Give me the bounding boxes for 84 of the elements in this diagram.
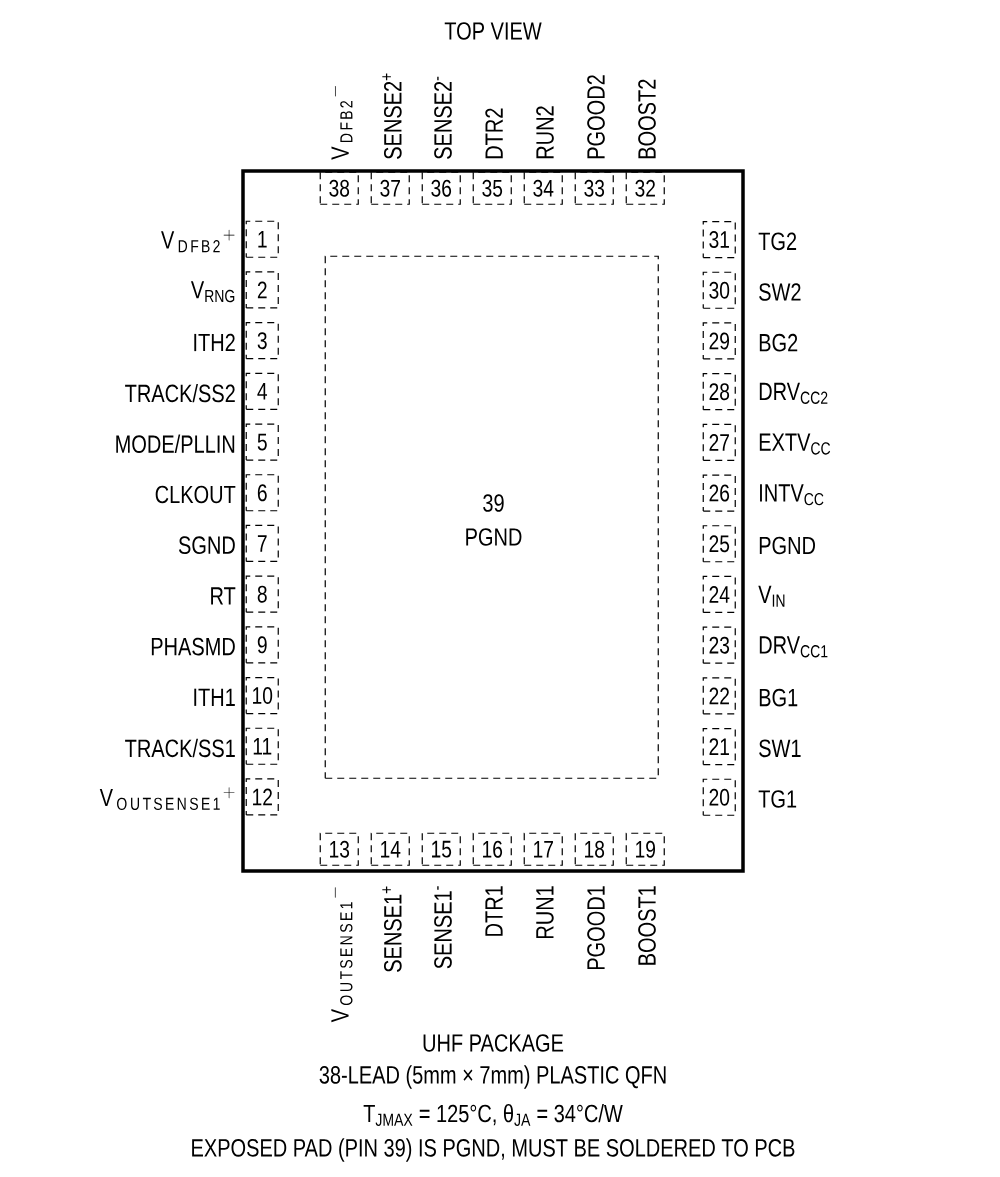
pin-name: CLKOUT (155, 485, 236, 504)
pin-pad: 37 (370, 171, 410, 205)
caption-text: 38-LEAD (5mm × 7mm) PLASTIC QFN (319, 1065, 666, 1089)
pin-pad: 19 (625, 832, 665, 866)
pin-pad: 24 (702, 575, 736, 614)
pin-name: TG1 (758, 790, 797, 808)
caption-text: T$_{JMAX}$ = 125°C, θ$_{JA}$ = 34°C/W (363, 1104, 623, 1126)
pin-pad: 22 (702, 677, 736, 715)
pin-name: TRACK/SS2 (125, 383, 235, 403)
pin-name: DTR2 (485, 108, 503, 159)
pin-pad: 35 (472, 171, 512, 205)
pin-name: ITH1 (194, 688, 235, 706)
pin-pad: 27 (702, 423, 736, 461)
pin-pad: 31 (702, 220, 736, 259)
pin-name: TRACK/SS1 (125, 738, 235, 758)
pin-pad: 9 (245, 626, 279, 664)
pin-pad: 29 (702, 322, 736, 360)
package-outline (241, 169, 745, 873)
pin-name: INTV$_{CC}$ (760, 484, 824, 506)
pin-name: SENSE2$^{-}$ (434, 76, 452, 159)
pin-pad: 21 (702, 727, 736, 766)
pin-name: DRV$_{CC1}$ (759, 636, 828, 658)
pin-name: ITH2 (194, 333, 235, 352)
pin-name: SW2 (759, 283, 801, 301)
pin-pad: 17 (523, 832, 563, 866)
pin-pad: 14 (370, 832, 410, 866)
pin-pad: 4 (245, 372, 279, 410)
pin-pad: 20 (702, 778, 736, 816)
pin-name: BG2 (759, 333, 798, 352)
pin-name: SW1 (759, 739, 801, 758)
pin-name: SENSE2$^{+}$ (382, 73, 402, 159)
exposed-pad (324, 255, 659, 779)
pin-pad: 5 (245, 423, 279, 461)
pin-pad: 38 (319, 171, 359, 205)
pin-name: DRV$_{CC2}$ (759, 382, 828, 404)
pin-pad: 18 (574, 832, 614, 866)
pin-name: DTR1 (485, 886, 503, 936)
pin-pad: 23 (702, 626, 736, 664)
pin-name: $\mathrm{V}_{\mathrm{DFB2}}{}^{+}$ (161, 229, 235, 253)
pin-name: PGOOD1 (587, 886, 605, 970)
pin-name: BOOST2 (638, 79, 656, 159)
pin-pad: 1 (245, 220, 279, 258)
caption-text: UHF PACKAGE (423, 1034, 564, 1052)
pin-name: $\mathrm{V}_{\mathrm{DFB2}}{}^{-}$ (331, 85, 353, 160)
caption-text: EXPOSED PAD (PIN 39) IS PGND, MUST BE SOLDERED TO PCB (192, 1138, 795, 1162)
pin-name: BG1 (759, 688, 798, 707)
pin-pad: 28 (702, 373, 736, 411)
pin-name: $\mathrm{V}_{\mathrm{OUTSENSE1}}{}^{-}$ (331, 887, 353, 1023)
pin-name: RUN1 (536, 886, 554, 938)
pin-name: V$_{IN}$ (758, 585, 785, 607)
pin-pad: 25 (702, 525, 736, 563)
pin-name: SENSE1$^{-}$ (434, 886, 452, 969)
pin-pad: 30 (702, 271, 736, 309)
pin-name: PGND (759, 536, 816, 555)
pin-pad: 10 (245, 676, 279, 715)
pin-pad: 33 (574, 171, 614, 205)
pin-name: $\mathrm{V}_{\mathrm{OUTSENSE1}}{}^{+}$ (99, 787, 235, 811)
pin-name: V$_{RNG}$ (190, 281, 235, 303)
pin-pad: 3 (245, 322, 279, 360)
pin-pad: 26 (702, 474, 736, 512)
pin-pad: 32 (625, 171, 665, 205)
pin-name: TG2 (758, 232, 797, 251)
pin-name: PHASMD (151, 637, 235, 656)
pin-pad: 15 (421, 832, 461, 866)
pad-label: 39 PGND (466, 494, 522, 546)
pin-pad: 34 (523, 171, 563, 205)
pin-pad: 7 (245, 524, 279, 563)
pin-pad: 13 (319, 832, 359, 866)
pin-name: BOOST1 (638, 886, 656, 965)
pin-name: SGND (178, 536, 235, 555)
pin-name: RT (211, 587, 236, 605)
pin-name: EXTV$_{CC}$ (759, 433, 831, 455)
pin-name: SENSE1$^{+}$ (382, 886, 402, 972)
title: TOP VIEW (444, 22, 542, 40)
pin-pad: 12 (245, 778, 279, 816)
pin-pad: 11 (245, 727, 279, 765)
pin-name: RUN2 (536, 106, 554, 159)
pin-name: MODE/PLLIN (116, 434, 235, 453)
pin-pad: 8 (245, 575, 279, 613)
pin-pad: 16 (472, 832, 512, 866)
pin-pad: 6 (245, 474, 279, 512)
pin-pad: 2 (245, 271, 279, 309)
pin-pad: 36 (421, 171, 461, 205)
pin-name: PGOOD2 (587, 75, 605, 159)
